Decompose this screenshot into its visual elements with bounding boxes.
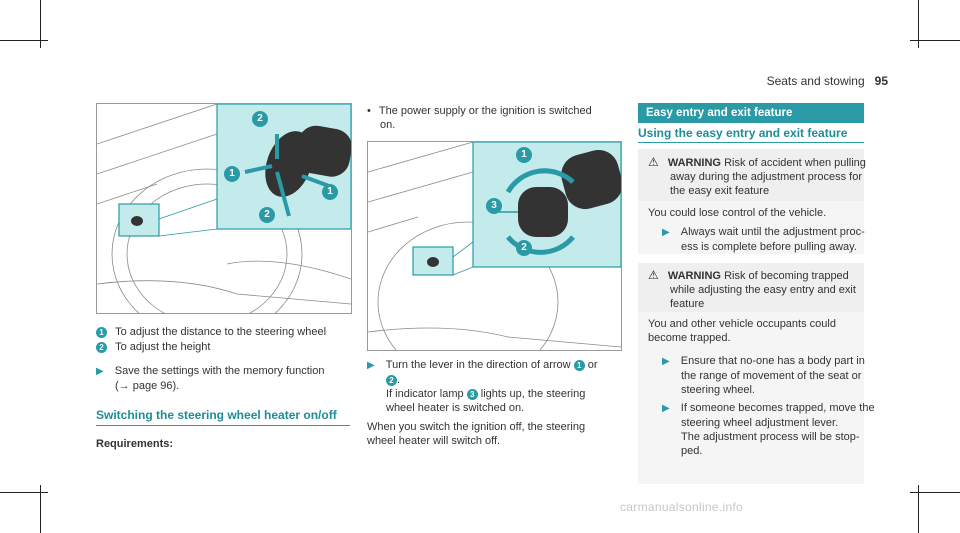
step-arrow-icon: ▶ — [662, 227, 670, 238]
step-arrow-icon: ▶ — [96, 366, 104, 377]
section-name: Seats and stowing — [766, 74, 865, 88]
instruction-step: ▶ Ensure that no-one has a body part in … — [662, 355, 865, 396]
warning-box — [638, 149, 864, 201]
callout-2: 2 — [259, 207, 275, 223]
warning-body-text: You and other vehicle occupants could be… — [648, 318, 836, 344]
callout-1: 1 — [516, 147, 532, 163]
instruction-step: ▶ Turn the lever in the direction of arr… — [367, 359, 598, 414]
crop-mark — [918, 0, 919, 48]
page-number: 95 — [874, 74, 888, 88]
bullet-icon: • — [367, 105, 371, 117]
steering-heater-illustration: 1 3 2 — [367, 141, 622, 351]
callout-2: 2 — [252, 111, 268, 127]
callout-1: 1 — [573, 359, 585, 371]
crop-mark — [0, 40, 48, 41]
step-arrow-icon: ▶ — [662, 403, 670, 414]
heading-rule — [96, 425, 350, 426]
legend-item-2: 2 To adjust the height — [96, 340, 210, 354]
callout-2: 2 — [386, 374, 397, 386]
warning-icon: ⚠ — [648, 268, 659, 282]
crop-mark — [40, 0, 41, 48]
crop-mark — [0, 492, 48, 493]
heading-rule — [638, 142, 864, 143]
subheading: Using the easy entry and exit feature — [638, 126, 848, 140]
warning-box — [638, 263, 864, 312]
legend-text: To adjust the distance to the steering w… — [115, 326, 327, 338]
instruction-step: ▶ Always wait until the adjustment proc-… — [662, 226, 865, 253]
step-arrow-icon: ▶ — [367, 360, 375, 371]
paragraph: When you switch the ignition off, the st… — [367, 421, 586, 447]
steering-lever-drawing — [368, 142, 621, 350]
warning-body-text: You could lose control of the vehicle. — [648, 207, 827, 219]
steering-column-illustration: 1 1 2 2 — [96, 103, 352, 314]
callout-3: 3 — [466, 388, 478, 400]
warning-icon: ⚠ — [648, 155, 659, 169]
watermark: carmanualsonline.info — [620, 500, 744, 514]
warning-text: ⚠ WARNING Risk of accident when pulling … — [648, 155, 866, 197]
callout-2: 2 — [96, 341, 107, 353]
warning-body — [638, 201, 864, 254]
crop-mark — [910, 492, 960, 493]
legend-item-1: 1 To adjust the distance to the steering… — [96, 325, 326, 339]
callout-3: 3 — [486, 198, 502, 214]
step-arrow-icon: ▶ — [662, 356, 670, 367]
callout-2: 2 — [516, 240, 532, 256]
section-banner: Easy entry and exit feature — [638, 103, 864, 123]
requirement-bullet: • The power supply or the ignition is sw… — [367, 105, 592, 131]
page-header: Seats and stowing 95 — [767, 74, 888, 88]
crop-mark — [918, 485, 919, 533]
crop-mark — [40, 485, 41, 533]
section-heading: Switching the steering wheel heater on/o… — [96, 408, 337, 422]
callout-1: 1 — [322, 184, 338, 200]
instruction-step: ▶ If someone becomes trapped, move the s… — [662, 402, 875, 457]
legend-text: To adjust the height — [115, 341, 211, 353]
warning-body — [638, 312, 864, 484]
callout-1: 1 — [96, 326, 107, 338]
instruction-step: ▶ Save the settings with the memory func… — [96, 365, 325, 392]
requirements-label: Requirements: — [96, 438, 174, 450]
warning-text: ⚠ WARNING Risk of becoming trapped while… — [648, 268, 856, 310]
callout-1: 1 — [224, 166, 240, 182]
crop-mark — [910, 40, 960, 41]
steering-wheel-drawing — [97, 104, 351, 313]
